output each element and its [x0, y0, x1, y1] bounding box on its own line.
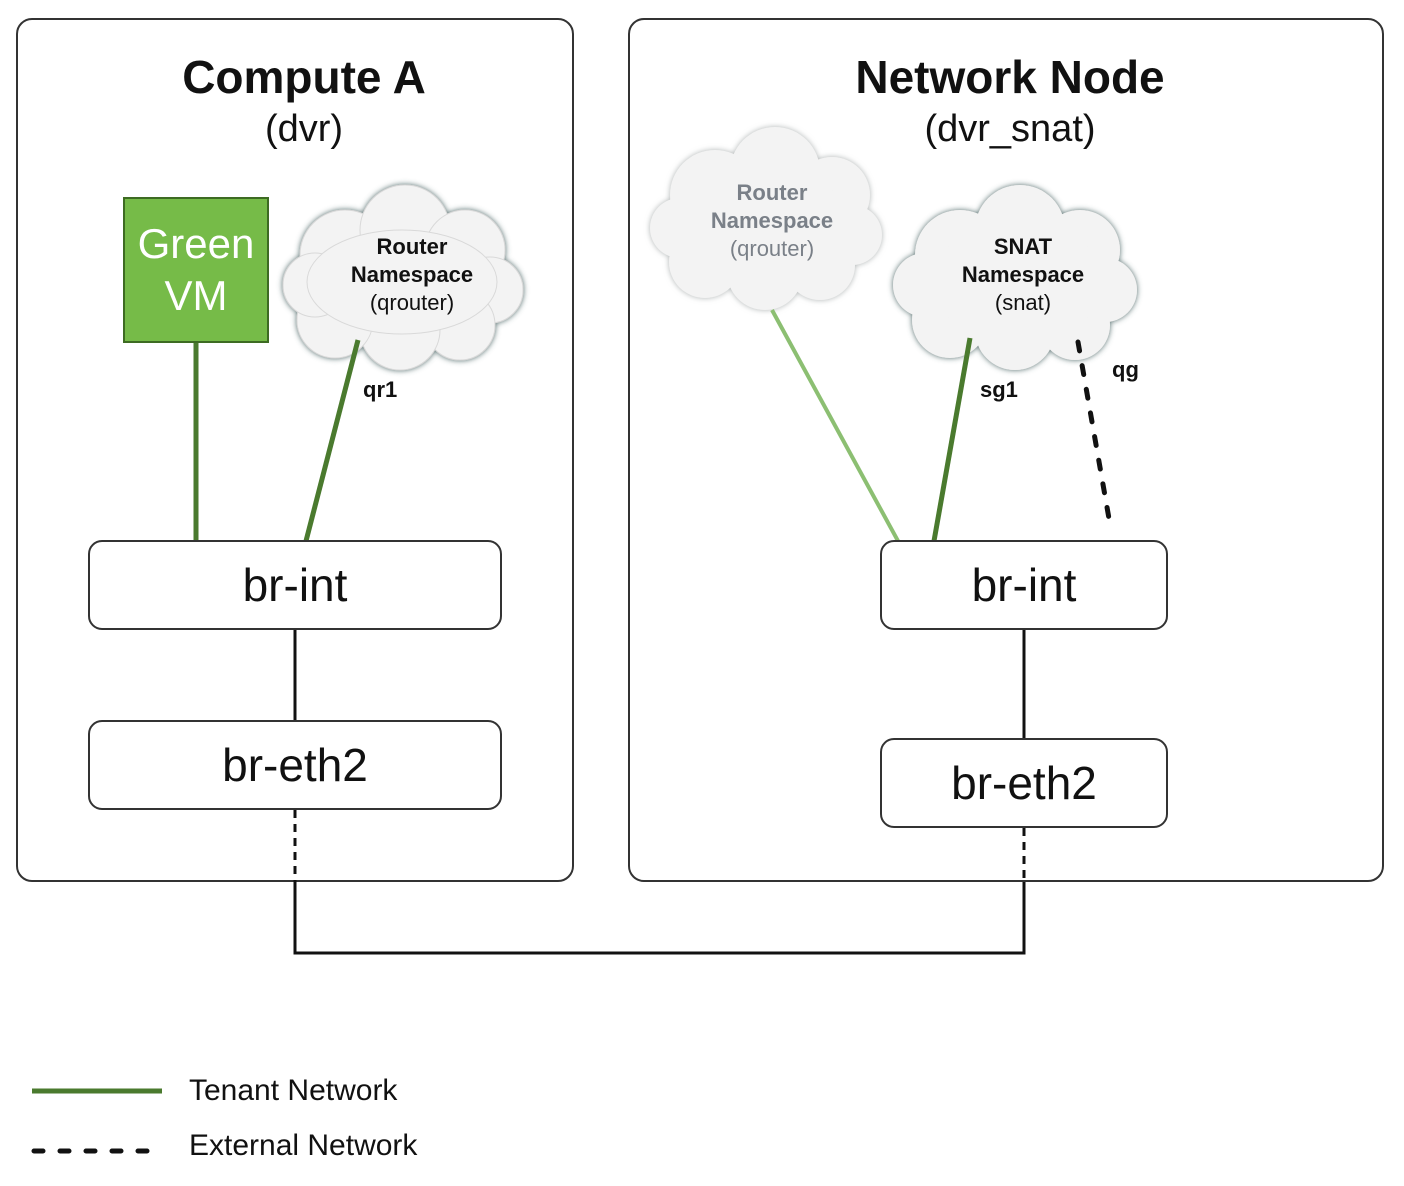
net-router-ns-line2: Namespace	[710, 208, 834, 233]
compute-br-eth2: br-eth2	[88, 720, 502, 810]
router-ns-line2: Namespace	[350, 262, 474, 287]
snat-ns-line2: Namespace	[961, 262, 1085, 287]
snat-ns-line3: (snat)	[994, 290, 1052, 315]
snat-namespace-label: SNAT Namespace (snat)	[933, 233, 1113, 317]
qg-link	[1075, 339, 1114, 533]
legend-external-label: External Network	[189, 1129, 418, 1162]
sg1-link	[931, 337, 973, 542]
port-label-qr1: qr1	[363, 377, 398, 402]
router-namespace-cloud-network	[650, 127, 882, 310]
network-subtitle: (dvr_snat)	[924, 108, 1096, 150]
snat-ns-line1: SNAT	[993, 234, 1053, 259]
router-ns-line3: (qrouter)	[369, 290, 455, 315]
snat-namespace-cloud	[893, 185, 1137, 370]
port-label-sg1: sg1	[980, 377, 1018, 402]
network-br-eth2: br-eth2	[880, 738, 1168, 828]
net-router-ns-line1: Router	[736, 180, 808, 205]
legend-tenant-label: Tenant Network	[189, 1074, 398, 1107]
compute-subtitle: (dvr)	[264, 108, 344, 150]
router-namespace-label-network: Router Namespace (qrouter)	[682, 179, 862, 263]
port-label-qg: qg	[1112, 357, 1139, 382]
net-router-ns-line3: (qrouter)	[729, 236, 815, 261]
external-connection	[293, 882, 1026, 955]
network-title: Network Node	[855, 51, 1165, 103]
vm-label-line2: VM	[164, 272, 228, 319]
compute-br-int: br-int	[88, 540, 502, 630]
router-namespace-cloud-compute	[282, 184, 524, 371]
qr1-link	[303, 339, 361, 542]
network-br-int: br-int	[880, 540, 1168, 630]
router-ns-line1: Router	[376, 234, 448, 259]
router-namespace-label-compute: Router Namespace (qrouter)	[322, 233, 502, 317]
green-vm: Green VM	[123, 197, 269, 343]
faded-router-link	[770, 309, 900, 542]
vm-label-line1: Green	[137, 220, 255, 267]
compute-title: Compute A	[182, 51, 426, 103]
